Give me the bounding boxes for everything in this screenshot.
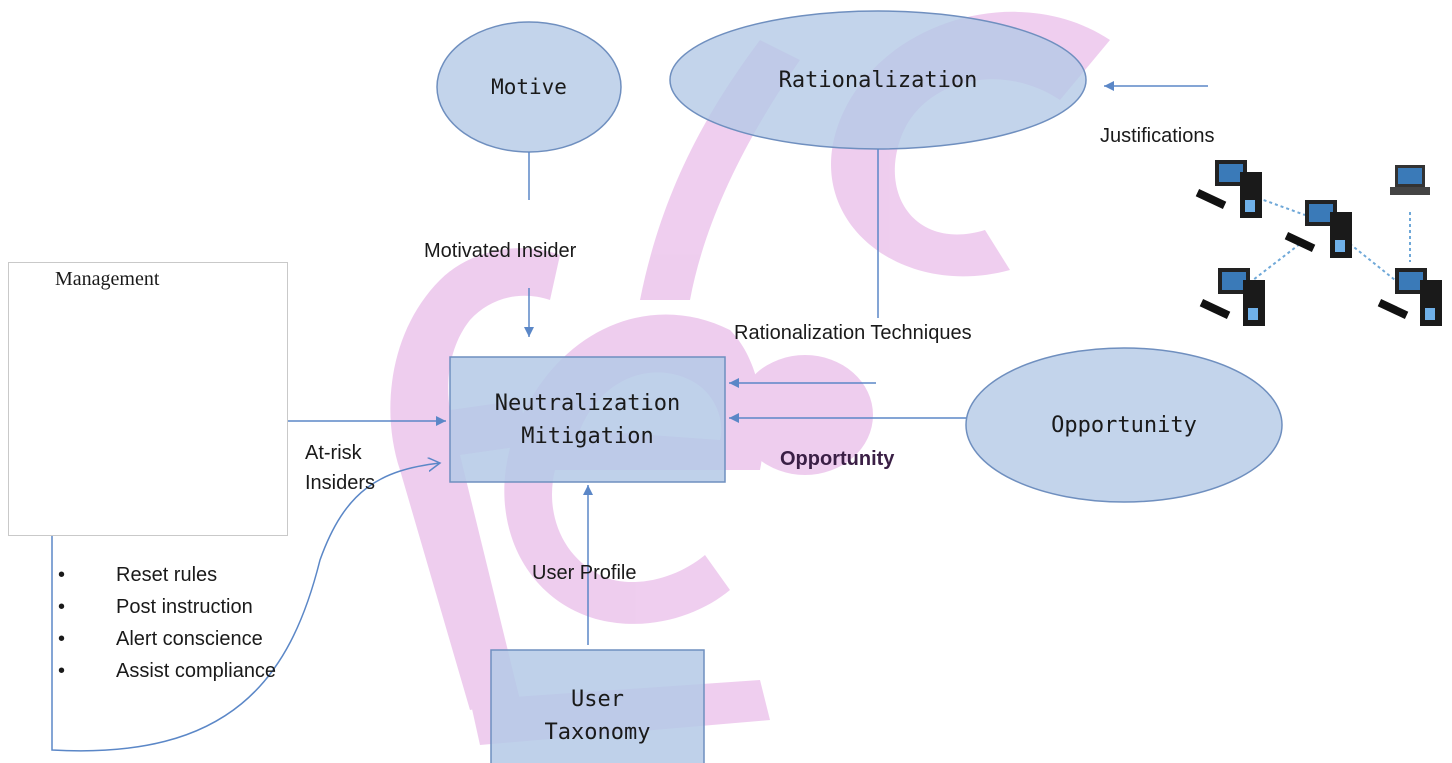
computer-network-icon bbox=[1195, 160, 1442, 326]
opportunity-label: Opportunity bbox=[1051, 412, 1197, 438]
taxonomy-line: Taxonomy bbox=[544, 720, 651, 745]
rationalization-techniques-label: Rationalization Techniques bbox=[734, 322, 972, 344]
management-actions-list: Reset rules Post instruction Alert consc… bbox=[58, 560, 276, 688]
motive-label: Motive bbox=[491, 75, 567, 99]
management-box bbox=[8, 262, 288, 536]
rationalization-label: Rationalization bbox=[778, 67, 978, 93]
neutralization-mitigation-node bbox=[449, 356, 726, 483]
mitigation-line: Mitigation bbox=[521, 424, 654, 449]
list-item: Post instruction bbox=[58, 592, 276, 624]
at-risk-line: At-risk bbox=[305, 442, 362, 464]
motivated-insider-label: Motivated Insider bbox=[424, 240, 577, 262]
user-line: User bbox=[571, 687, 624, 712]
justifications-label: Justifications bbox=[1100, 125, 1215, 147]
neutralization-line: Neutralization bbox=[494, 391, 681, 416]
insiders-line: Insiders bbox=[305, 472, 376, 494]
neutralization-mitigation-label: Neutralization Mitigation bbox=[450, 380, 725, 460]
at-risk-insiders-label: At-risk Insiders bbox=[305, 438, 375, 498]
watermark-letter-f bbox=[390, 248, 560, 711]
watermark-dot bbox=[737, 355, 873, 475]
opportunity-edge-label: Opportunity bbox=[780, 448, 895, 470]
user-taxonomy-label: User Taxonomy bbox=[491, 676, 704, 756]
opportunity-node bbox=[965, 347, 1283, 503]
at-risk-feedback-arrow bbox=[51, 463, 440, 752]
management-title: Management bbox=[55, 268, 160, 290]
list-item: Reset rules bbox=[58, 560, 276, 592]
list-item: Assist compliance bbox=[58, 656, 276, 688]
list-item: Alert conscience bbox=[58, 624, 276, 656]
user-profile-label: User Profile bbox=[532, 562, 637, 584]
user-taxonomy-node bbox=[490, 649, 705, 763]
